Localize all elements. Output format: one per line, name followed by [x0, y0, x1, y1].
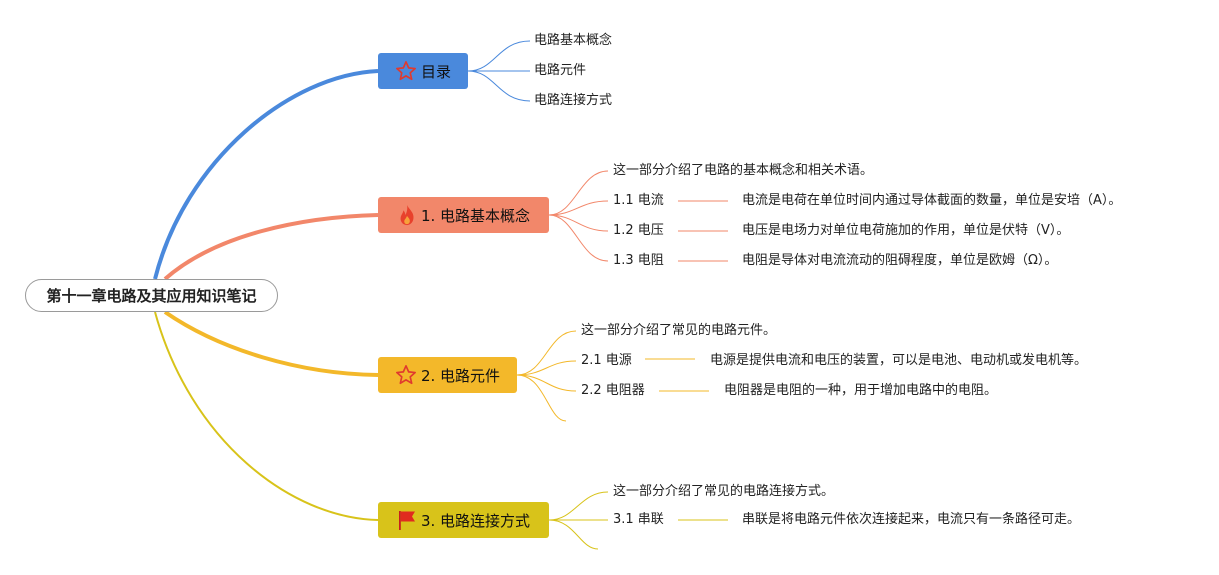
topic-label[interactable]: 1.2 电压 — [613, 223, 664, 238]
branch-basics[interactable]: 1. 电路基本概念 — [378, 197, 549, 233]
root-topic[interactable]: 第十一章电路及其应用知识笔记 — [25, 279, 278, 312]
root-title: 第十一章电路及其应用知识笔记 — [46, 287, 257, 305]
star-icon — [395, 61, 416, 81]
fire-icon — [400, 204, 414, 226]
connector-root-basics — [163, 213, 379, 281]
topic-description[interactable]: 电阻器是电阻的一种，用于增加电路中的电阻。 — [724, 383, 998, 398]
connections-fan — [548, 491, 728, 550]
topic-label[interactable]: 2.1 电源 — [581, 353, 632, 368]
components-fan — [516, 330, 709, 422]
topic-label[interactable]: 2.2 电阻器 — [581, 383, 645, 398]
branch-title: 3. 电路连接方式 — [420, 511, 531, 530]
toc-item[interactable]: 电路元件 — [534, 63, 587, 78]
topic-description[interactable]: 电阻是导体对电流流动的阻碍程度，单位是欧姆（Ω）。 — [742, 253, 1058, 268]
toc-item[interactable]: 电路连接方式 — [534, 93, 613, 108]
branch-intro[interactable]: 这一部分介绍了常见的电路连接方式。 — [613, 484, 835, 499]
topic-description[interactable]: 串联是将电路元件依次连接起来，电流只有一条路径可走。 — [742, 512, 1081, 527]
basics-fan — [548, 170, 728, 262]
toc-item[interactable]: 电路基本概念 — [534, 33, 613, 48]
topic-label[interactable]: 3.1 串联 — [613, 512, 664, 527]
star-icon — [395, 365, 416, 385]
topic-description[interactable]: 电流是电荷在单位时间内通过导体截面的数量，单位是安培（A）。 — [742, 193, 1122, 208]
topic-label[interactable]: 1.3 电阻 — [613, 253, 664, 268]
connector-root-components — [163, 310, 379, 377]
branch-intro[interactable]: 这一部分介绍了常见的电路元件。 — [581, 323, 777, 338]
toc-fan — [467, 40, 531, 102]
topic-description[interactable]: 电源是提供电流和电压的装置，可以是电池、电动机或发电机等。 — [710, 353, 1088, 368]
branch-intro[interactable]: 这一部分介绍了电路的基本概念和相关术语。 — [613, 163, 874, 178]
connector-root-toc — [153, 69, 379, 280]
connector-root-connections — [154, 311, 379, 521]
branch-title: 2. 电路元件 — [420, 366, 501, 385]
branch-title: 目录 — [420, 62, 451, 81]
topic-label[interactable]: 1.1 电流 — [613, 193, 664, 208]
branch-connections[interactable]: 3. 电路连接方式 — [378, 502, 549, 538]
flag-icon — [398, 511, 415, 530]
branch-components[interactable]: 2. 电路元件 — [378, 357, 517, 393]
branch-toc[interactable]: 目录 — [378, 53, 468, 89]
branch-title: 1. 电路基本概念 — [420, 206, 531, 225]
topic-description[interactable]: 电压是电场力对单位电荷施加的作用，单位是伏特（V）。 — [742, 223, 1070, 238]
